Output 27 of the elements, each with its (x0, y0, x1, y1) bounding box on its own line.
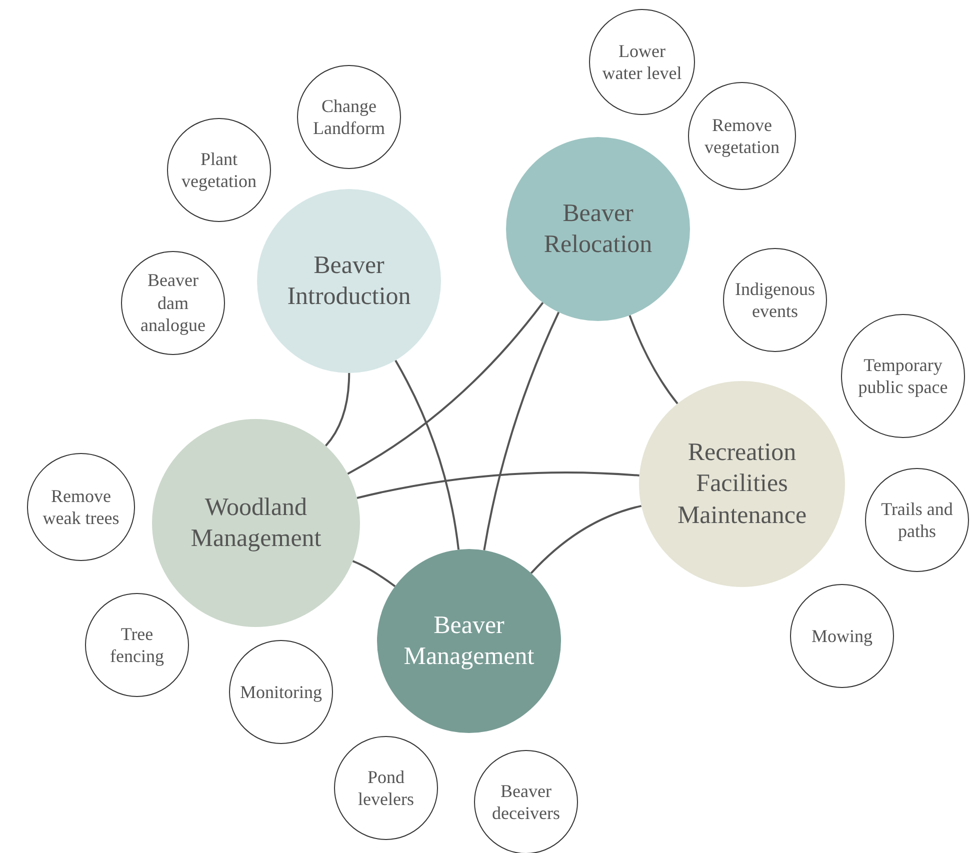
connector-line (530, 504, 642, 574)
node-label: Change Landform (312, 94, 386, 140)
node-label: Beaver dam analogue (140, 269, 206, 337)
node-label: Tree fencing (109, 622, 165, 668)
node-label: Remove weak trees (42, 484, 120, 530)
node-label: Beaver Management (402, 610, 536, 672)
connector-line (483, 312, 560, 550)
connector-line (394, 360, 460, 550)
node-label: Recreation Facilities Maintenance (676, 438, 808, 531)
node-label: Trails and paths (880, 498, 954, 542)
node-label: Beaver Introduction (286, 250, 412, 312)
node-label: Mowing (811, 624, 872, 648)
connector-line (356, 471, 640, 499)
node-label: Beaver deceivers (491, 780, 561, 824)
connector-line (628, 315, 678, 404)
node-label: Temporary public space (857, 354, 949, 398)
node-label: Monitoring (240, 680, 322, 704)
connector-line (347, 302, 544, 475)
connector-line (324, 372, 350, 446)
node-label: Indigenous events (734, 278, 816, 322)
node-label: Woodland Management (190, 492, 322, 554)
node-label: Remove vegetation (704, 114, 780, 158)
node-label: Plant vegetation (180, 148, 258, 192)
connector-line (352, 560, 396, 588)
node-label: Lower water level (601, 40, 683, 84)
node-label: Beaver Relocation (542, 198, 654, 260)
node-label: Pond levelers (357, 766, 415, 810)
